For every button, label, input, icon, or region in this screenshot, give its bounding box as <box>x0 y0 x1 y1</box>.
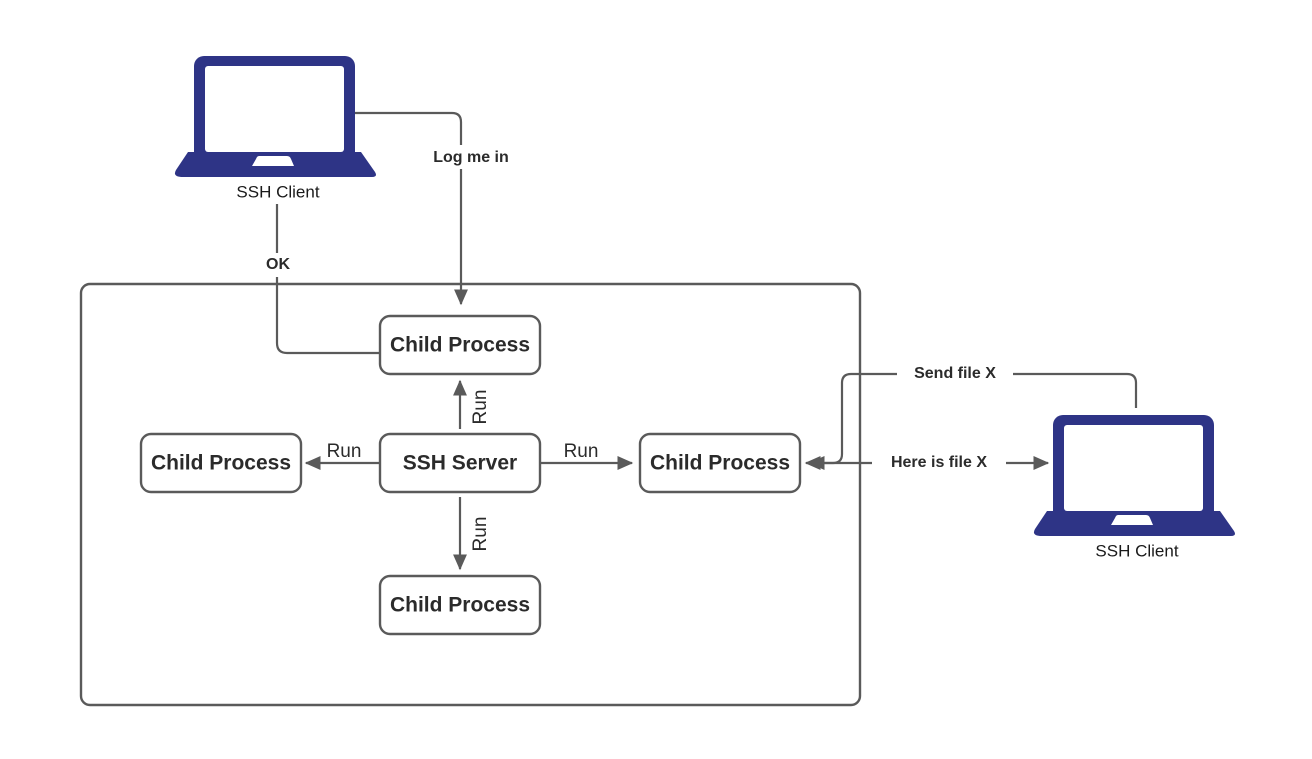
node-label: SSH Server <box>403 452 517 475</box>
node-label: Child Process <box>390 334 530 357</box>
node-label: Child Process <box>390 594 530 617</box>
laptop-trackpad-notch <box>252 156 294 166</box>
edge-label-here-is-file-x: Here is file X <box>891 454 987 471</box>
node-child-process-left[interactable]: Child Process <box>139 432 303 494</box>
node-child-process-bottom[interactable]: Child Process <box>378 574 542 636</box>
laptop-trackpad-notch <box>1111 515 1153 525</box>
edge-label-bg-log-me-in <box>412 145 530 169</box>
node-ssh-server[interactable]: SSH Server <box>378 432 542 494</box>
edge-ok <box>270 183 379 355</box>
device-label: SSH Client <box>1095 541 1178 560</box>
edge-label-run-left: Run <box>327 441 362 462</box>
node-box <box>378 432 542 494</box>
device-ssh-client-left[interactable]: SSH Client <box>174 56 376 204</box>
laptop-screen-display <box>1064 425 1203 511</box>
node-child-process-right[interactable]: Child Process <box>638 432 802 494</box>
node-box <box>378 574 542 636</box>
node-box <box>378 314 542 376</box>
server-host-container <box>79 282 862 707</box>
laptop-icon <box>1033 415 1235 536</box>
edge-label-bg-here-is-file-x <box>872 452 1006 474</box>
edge-label-run-right: Run <box>564 441 599 462</box>
edge-label-run-up: Run <box>470 390 491 425</box>
node-label: Child Process <box>151 452 291 475</box>
edge-label-bg-ok <box>260 253 296 277</box>
node-box <box>139 432 303 494</box>
device-ssh-client-right[interactable]: SSH Client <box>1033 415 1235 560</box>
edge-log-me-in <box>355 111 468 306</box>
node-label: Child Process <box>650 452 790 475</box>
laptop-icon <box>174 56 376 177</box>
edge-label-run-down: Run <box>470 517 491 552</box>
edge-label-ok: OK <box>266 256 290 273</box>
device-label: SSH Client <box>236 182 319 201</box>
node-box <box>638 432 802 494</box>
edge-label-bg-send-file-x <box>897 363 1013 385</box>
node-child-process-top[interactable]: Child Process <box>378 314 542 376</box>
edge-label-log-me-in: Log me in <box>433 149 509 166</box>
edge-label-send-file-x: Send file X <box>914 365 996 382</box>
laptop-screen-display <box>205 66 344 152</box>
device-label-bg <box>224 182 332 204</box>
